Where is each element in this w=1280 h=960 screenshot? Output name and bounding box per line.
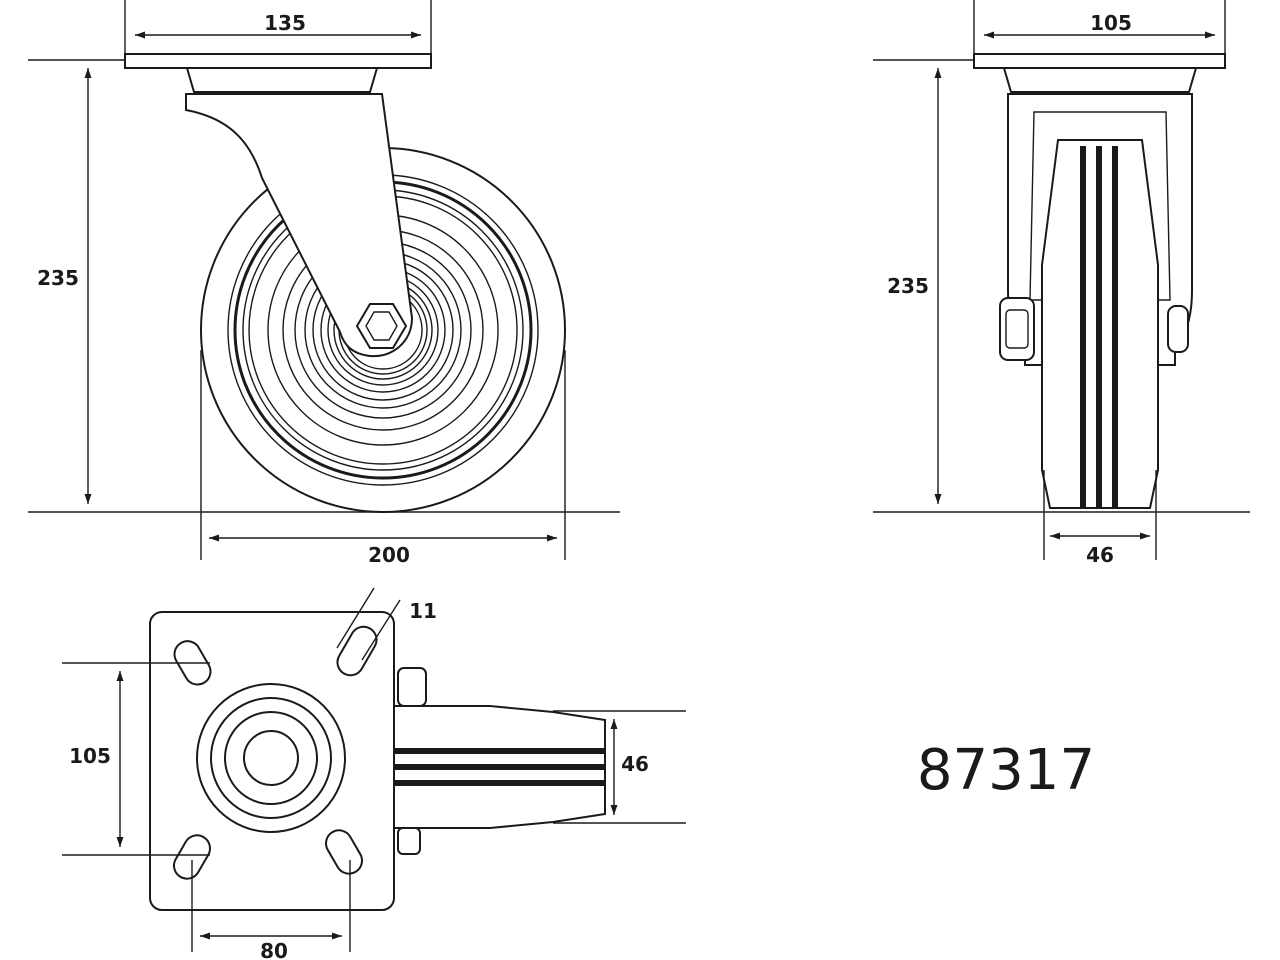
top-plate-front <box>973 53 1226 69</box>
kingpin-hole <box>243 730 299 786</box>
mounting-slot-icon <box>173 834 211 880</box>
top-wheel-width-label: 46 <box>621 752 649 776</box>
tread-groove <box>1080 146 1086 508</box>
top-plate <box>124 53 432 69</box>
wheel-diameter-label: 200 <box>368 543 410 567</box>
front-wheel-width-label: 46 <box>1086 543 1114 567</box>
axle-nut-front-icon <box>999 297 1035 361</box>
tread-groove <box>394 764 604 770</box>
side-height-label: 235 <box>37 266 79 290</box>
axle-nut-icon <box>355 303 408 349</box>
tread-groove <box>1112 146 1118 508</box>
plate-width-label: 105 <box>1090 11 1132 35</box>
tread-groove <box>1096 146 1102 508</box>
axle-nut-inner <box>365 311 398 341</box>
top-view: 105 80 11 46 <box>62 587 686 960</box>
swivel-base-front <box>1002 67 1198 93</box>
axle-nut-front-inner <box>1005 309 1029 349</box>
axle-nut-top-icon <box>397 667 427 707</box>
slot-leader-line <box>336 587 375 649</box>
tread-groove <box>394 748 604 754</box>
mounting-slot-icon <box>325 829 363 875</box>
hole-spacing-horizontal-label: 80 <box>260 939 288 960</box>
hole-spacing-vertical-label: 105 <box>69 744 111 768</box>
front-view: 105 235 46 <box>873 0 1250 567</box>
axle-bolt-top-icon <box>397 827 421 855</box>
slot-width-label: 11 <box>409 599 437 623</box>
part-number: 87317 <box>917 738 1095 803</box>
mounting-slot-icon <box>336 625 378 677</box>
tread-groove <box>394 780 604 786</box>
swivel-base <box>185 67 379 93</box>
axle-bolt-head-icon <box>1167 305 1189 353</box>
slot-leader-line <box>361 599 401 661</box>
front-height-label: 235 <box>887 274 929 298</box>
bearing-ring <box>224 711 318 805</box>
fork-inner-edge <box>1029 111 1171 301</box>
plate-length-label: 135 <box>264 11 306 35</box>
fork-leg <box>185 93 414 358</box>
bearing-ring <box>210 697 332 819</box>
side-view: 135 235 200 <box>28 0 620 567</box>
bearing-ring-outer <box>196 683 346 833</box>
